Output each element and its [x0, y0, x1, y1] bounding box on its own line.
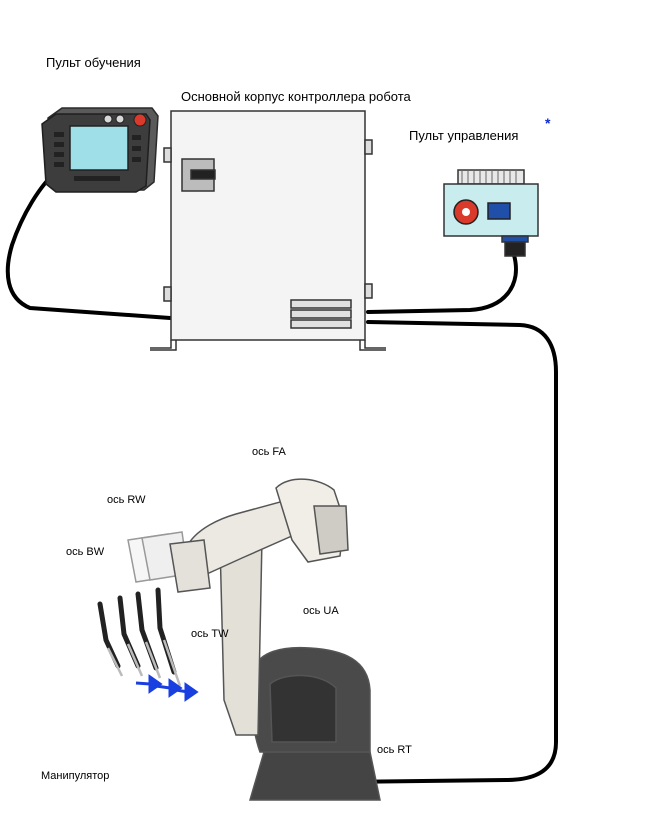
label-manipulator: Манипулятор — [41, 770, 110, 782]
label-axis-ua: ось UA — [303, 605, 339, 617]
label-asterisk: * — [545, 115, 551, 131]
label-axis-tw: ось TW — [191, 628, 229, 640]
arrow-2 — [155, 684, 171, 690]
control-panel-icon — [443, 169, 539, 257]
label-axis-fa: ось FA — [252, 446, 286, 458]
label-teach-pendant: Пульт обучения — [46, 55, 141, 70]
teach-pendant-icon — [41, 107, 159, 193]
label-axis-bw: ось BW — [66, 546, 105, 558]
pendant-cable — [5, 168, 172, 320]
arrow-1 — [135, 681, 151, 686]
motion-arrows — [135, 674, 199, 702]
label-controller: Основной корпус контроллера робота — [181, 89, 411, 104]
label-axis-rw: ось RW — [107, 494, 146, 506]
controller-cabinet-icon — [150, 110, 386, 351]
label-axis-rt: ось RT — [377, 744, 412, 756]
cables — [5, 168, 558, 784]
panel-cable — [366, 253, 518, 314]
arrow-head-2 — [168, 678, 183, 698]
arrow-head-1 — [148, 674, 163, 694]
label-control-panel: Пульт управления — [409, 128, 519, 143]
robot-arm-icon — [97, 478, 381, 801]
arrow-head-3 — [184, 682, 199, 702]
manipulator-cable — [338, 320, 558, 784]
